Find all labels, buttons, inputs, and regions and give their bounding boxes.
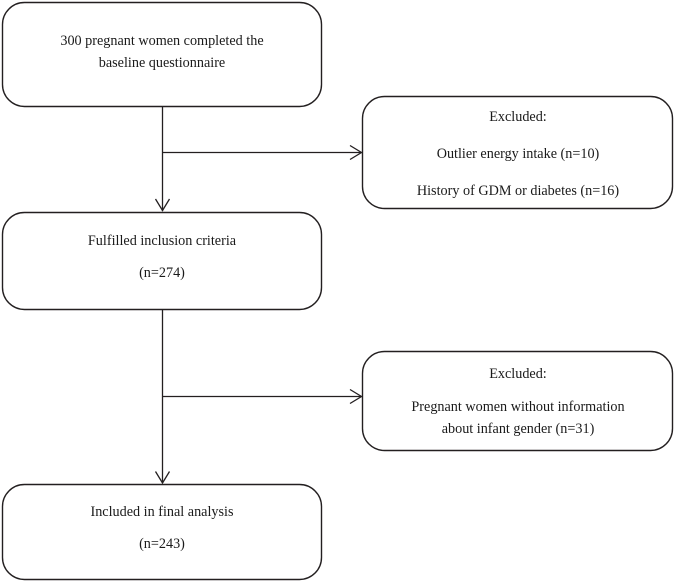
node-excluded-2-line-1: Excluded: xyxy=(489,366,547,382)
edge-eligible-to-excluded-2 xyxy=(162,388,363,405)
node-excluded-1-line-1: Excluded: xyxy=(489,109,547,125)
node-enrolled-box[interactable] xyxy=(1,1,323,108)
arrow-head-right-1 xyxy=(349,144,363,161)
node-included-line-1: Included in final analysis xyxy=(90,504,233,520)
node-excluded-2-line-3: about infant gender (n=31) xyxy=(442,421,595,437)
node-enrolled-line-1: 300 pregnant women completed the xyxy=(60,33,263,49)
node-excluded-1[interactable]: Excluded: Outlier energy intake (n=10) H… xyxy=(361,95,674,210)
node-excluded-1-line-2: Outlier energy intake (n=10) xyxy=(437,146,600,162)
node-excluded-2-box[interactable] xyxy=(361,350,674,452)
arrow-head-down-1 xyxy=(154,198,171,212)
node-included-box[interactable] xyxy=(1,483,323,581)
node-enrolled[interactable]: 300 pregnant women completed the baselin… xyxy=(1,1,323,108)
arrow-head-right-2 xyxy=(349,388,363,405)
node-eligible-line-1: Fulfilled inclusion criteria xyxy=(88,233,237,249)
edge-enrolled-to-eligible xyxy=(154,107,171,212)
node-eligible[interactable]: Fulfilled inclusion criteria (n=274) xyxy=(1,211,323,311)
node-enrolled-line-2: baseline questionnaire xyxy=(99,55,225,71)
node-eligible-line-2: (n=274) xyxy=(139,265,185,281)
node-eligible-box[interactable] xyxy=(1,211,323,311)
node-included-line-2: (n=243) xyxy=(139,536,185,552)
arrow-head-down-2 xyxy=(154,471,171,485)
node-excluded-2[interactable]: Excluded: Pregnant women without informa… xyxy=(361,350,674,452)
edge-enrolled-to-excluded-1 xyxy=(162,144,363,161)
node-included[interactable]: Included in final analysis (n=243) xyxy=(1,483,323,581)
node-excluded-2-line-2: Pregnant women without information xyxy=(411,399,624,415)
node-excluded-1-line-3: History of GDM or diabetes (n=16) xyxy=(417,183,620,199)
node-excluded-1-box[interactable] xyxy=(361,95,674,210)
